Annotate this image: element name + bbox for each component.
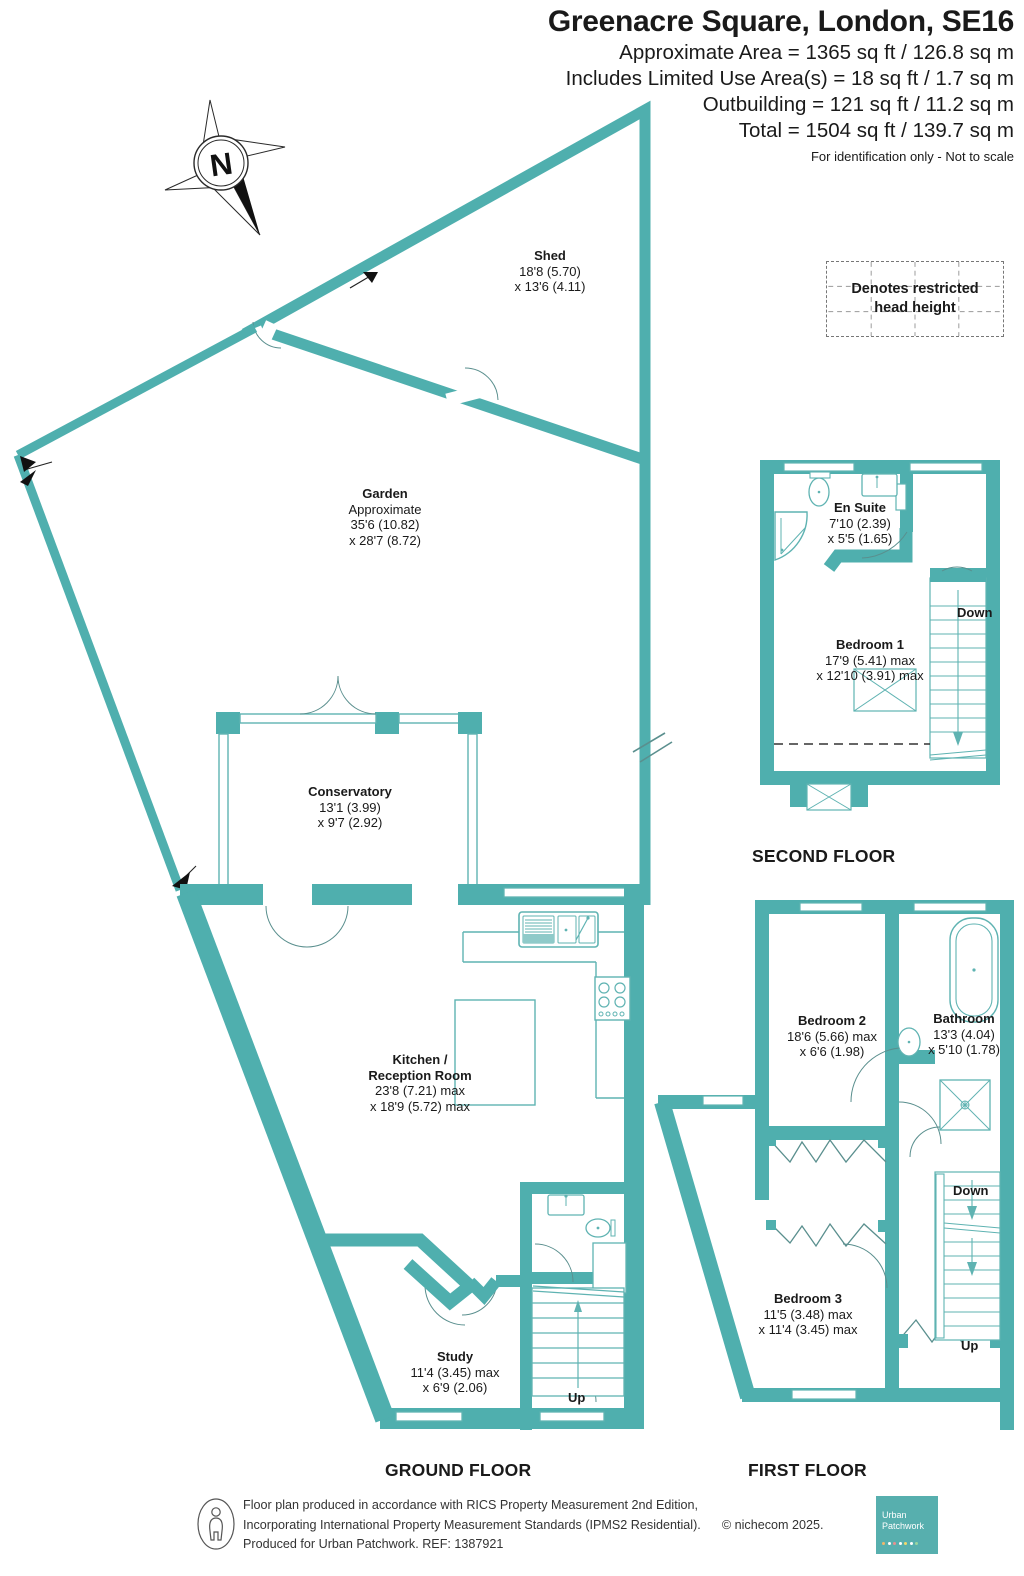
ground-floor-plan [13,100,673,1430]
header-area-line-2: Includes Limited Use Area(s) = 18 sq ft … [565,67,1014,90]
room-label-study: Study 11'4 (3.45) max x 6'9 (2.06) [410,1349,500,1395]
en-suite-fixtures [774,471,898,561]
footer-line-3: Produced for Urban Patchwork. REF: 13879… [243,1537,504,1551]
ground-floor-staircase [531,1285,625,1397]
urban-patchwork-logo: Urban Patchwork [876,1496,938,1554]
bathroom-fixtures [897,917,999,1131]
ipms-person-icon [196,1498,236,1550]
shed-structure [241,100,651,468]
room-label-bedroom-3: Bedroom 3 11'5 (3.48) max x 11'4 (3.45) … [758,1291,858,1337]
room-label-en-suite: En Suite 7'10 (2.39) x 5'5 (1.65) [827,500,893,546]
stair-label-ground-up: Up [568,1390,586,1405]
header-disclaimer: For identification only - Not to scale [810,149,1014,164]
floor-title-first: FIRST FLOOR [748,1460,867,1480]
floor-title-ground: GROUND FLOOR [385,1460,532,1480]
restricted-head-height-blocks [766,1136,1004,1348]
footer-line-2: Incorporating International Property Mea… [243,1517,701,1532]
room-label-shed: Shed 18'8 (5.70) x 13'6 (4.11) [514,248,586,294]
study-partition-walls [318,1233,522,1311]
brand-line-1: Urban [882,1510,907,1520]
legend-hatch-pattern [828,262,1002,336]
brand-line-2: Patchwork [882,1521,925,1531]
legend-line-1: Denotes restricted [851,281,979,297]
stair-label-first-up: Up [961,1338,979,1353]
kitchen-island [454,999,536,1106]
kitchen-hob-icon [594,976,631,1021]
brand-dots [876,1529,921,1549]
wc-fixtures [547,1194,627,1294]
room-label-kitchen-reception: Kitchen / Reception Room 23'8 (7.21) max… [368,1052,472,1114]
conservatory-door-swings-top [299,675,377,715]
header-area-line-1: Approximate Area = 1365 sq ft / 126.8 sq… [619,41,1014,64]
wall-break-symbol [632,732,673,763]
first-floor-door-swings [842,1047,942,1289]
house-outer-walls [176,884,644,1429]
compass-north-letter: N [208,146,235,184]
second-floor-rooflights [806,668,917,811]
garden-arrow-top-left [20,456,53,486]
wc-walls [520,1182,624,1430]
shed-door-swing-right [464,367,499,401]
footer-line-1: Floor plan produced in accordance with R… [243,1498,699,1512]
first-floor-plan [654,900,1014,1430]
stair-label-first-down: Down [953,1183,989,1198]
en-suite-door-swing [861,531,908,559]
room-label-bedroom-2: Bedroom 2 18'6 (5.66) max x 6'6 (1.98) [787,1013,877,1059]
footer-copyright: © nichecom 2025. [721,1517,824,1532]
shed-entry-arrow [349,272,378,289]
plan-header: Greenacre Square, London, SE16 Approxima… [0,4,1014,167]
compass-rose-icon: N [160,95,290,240]
en-suite-walls [823,474,913,572]
page-title: Greenacre Square, London, SE16 [547,5,1014,38]
stair-label-second-down: Down [957,605,993,620]
first-floor-walls [654,900,1014,1430]
room-label-garden: Garden Approximate 35'6 (10.82) x 28'7 (… [348,486,422,548]
second-floor-plan [760,460,1000,811]
second-floor-staircase [929,566,987,761]
legend-line-2: head height [874,300,956,316]
conservatory-structure [213,712,486,905]
kitchen-sink-icon [518,911,599,948]
conservatory-door-swings-bottom [265,905,349,948]
header-area-line-4: Total = 1504 sq ft / 139.7 sq m [738,119,1014,142]
floor-title-second: SECOND FLOOR [752,846,896,866]
garden-boundary [13,324,651,905]
footer-disclaimer: Floor plan produced in accordance with R… [243,1496,863,1555]
legend-restricted-head-height: Denotes restricted head height [826,261,1004,337]
room-label-conservatory: Conservatory 13'1 (3.99) x 9'7 (2.92) [308,784,392,830]
room-label-bedroom-1: Bedroom 1 17'9 (5.41) max x 12'10 (3.91)… [816,637,924,683]
header-area-line-3: Outbuilding = 121 sq ft / 11.2 sq m [702,93,1014,116]
room-label-bathroom: Bathroom 13'3 (4.04) x 5'10 (1.78) [928,1011,1000,1057]
first-floor-staircase [934,1171,1001,1341]
